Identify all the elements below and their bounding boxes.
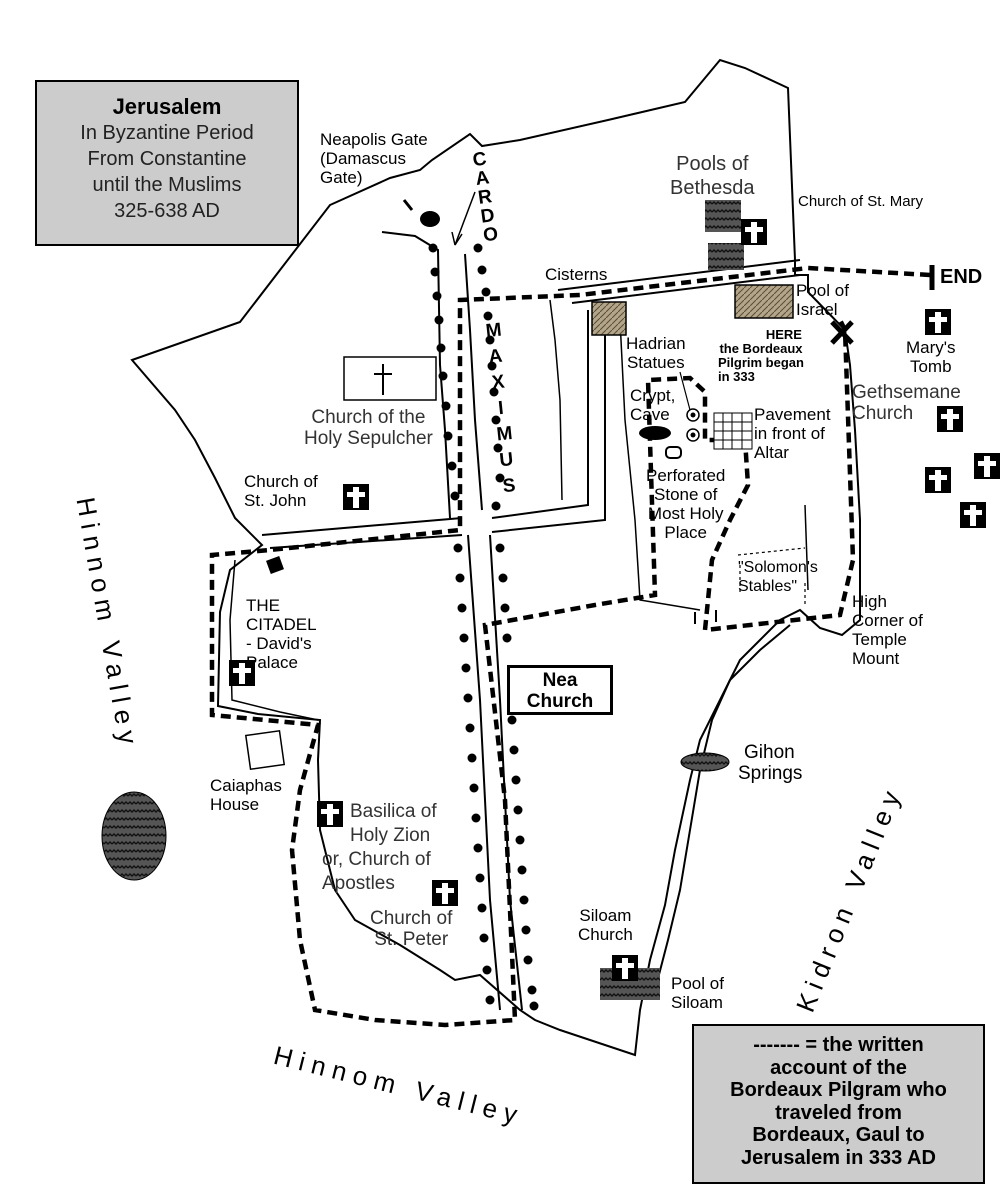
perforated-stone-marker [665,446,682,459]
kidron-stream [654,624,791,991]
route-legend: ------- = the written account of the Bor… [692,1024,985,1184]
city-wall [130,58,861,1057]
church-cross-icon [741,219,767,245]
holy-sepulcher-building [343,356,437,401]
cross-icon [374,364,392,395]
legend-line: account of the [770,1056,907,1079]
legend-line: traveled from [775,1101,902,1124]
legend-line: Bordeaux, Gaul to [752,1124,925,1146]
nea-church-line: Church [526,691,594,712]
church-st-mary-label: Church of St. Mary [798,193,924,210]
here-pilgrim-label: HERE the Bordeaux Pilgrim began in 333 [718,327,804,384]
citadel-label: THE CITADEL - David's Palace [246,596,317,672]
church-cross-icon [925,467,951,493]
decumanus-street [261,517,463,536]
subtitle-line: until the Muslims [92,174,242,196]
gihon-springs-label: Gihon Springs [738,742,803,784]
basilica-zion-label: Basilica of Holy Zion or, Church of Apos… [322,801,437,894]
legend-line: ------- = the written [753,1034,924,1056]
cardo-south-street [467,534,501,1011]
colonnade-dots [428,243,539,1011]
marys-tomb-label: Mary's Tomb [906,338,956,376]
map-title: Jerusalem [112,94,222,119]
pools-bethesda-label: Pools of Bethesda [670,153,755,199]
legend-line: Bordeaux Pilgram who [730,1079,947,1101]
church-cross-icon [925,309,951,335]
church-st-peter-label: Church of St. Peter [370,908,453,950]
pavement-label: Pavement in front of Altar [754,405,831,462]
holy-sepulcher-label: Church of the Holy Sepulcher [304,407,433,449]
x-mark-icon [830,320,854,345]
map-title-box: Jerusalem In Byzantine Period From Const… [35,80,299,246]
nea-church-line: Nea [542,670,578,691]
citadel-tower [266,556,284,574]
pool-of-israel [734,284,794,319]
cisterns-line [557,259,801,291]
solomons-stables-label: "Solomon's Stables" [738,559,818,595]
neapolis-gate-marker [420,211,440,227]
nea-church-label: Nea Church [507,665,613,715]
end-label: END [940,266,983,288]
church-cross-icon [343,484,369,510]
perforated-stone-label: Perforated Stone of Most Holy Place [646,466,726,542]
subtitle-line: From Constantine [87,148,247,170]
cistern-west [591,301,627,336]
bethesda-pool-south [708,243,744,270]
pilgrim-route [209,265,931,1028]
crypt-cave-label: Crypt, Cave [630,386,676,424]
neapolis-gate-label: Neapolis Gate (Damascus Gate) [320,130,428,187]
church-cross-icon [960,502,986,528]
hinnom-pool [101,791,167,881]
crypt-cave-marker [639,426,671,440]
church-st-john-label: Church of St. John [244,472,318,510]
pool-siloam-label: Pool of Siloam [671,974,724,1012]
gethsemane-label: Gethsemane Church [852,382,961,424]
caiaphas-house-building [244,729,286,771]
pavement-grid [713,412,753,450]
hadrian-statues-label: Hadrian Statues [626,334,686,372]
high-corner-label: High Corner of Temple Mount [852,592,923,668]
legend-line: Jerusalem in 333 AD [741,1146,936,1169]
cardo-west-street [381,231,451,519]
bethesda-pool-north [705,200,741,232]
subtitle-line: 325-638 AD [114,200,220,222]
siloam-church-label: Siloam Church [578,906,633,944]
church-cross-icon [612,955,638,981]
caiaphas-house-label: Caiaphas House [210,776,282,814]
cisterns-label: Cisterns [545,265,608,284]
pool-israel-label: Pool of Israel [796,281,849,319]
subtitle-line: In Byzantine Period [80,122,254,144]
church-cross-icon [974,453,1000,479]
gihon-springs-shape [680,752,730,772]
